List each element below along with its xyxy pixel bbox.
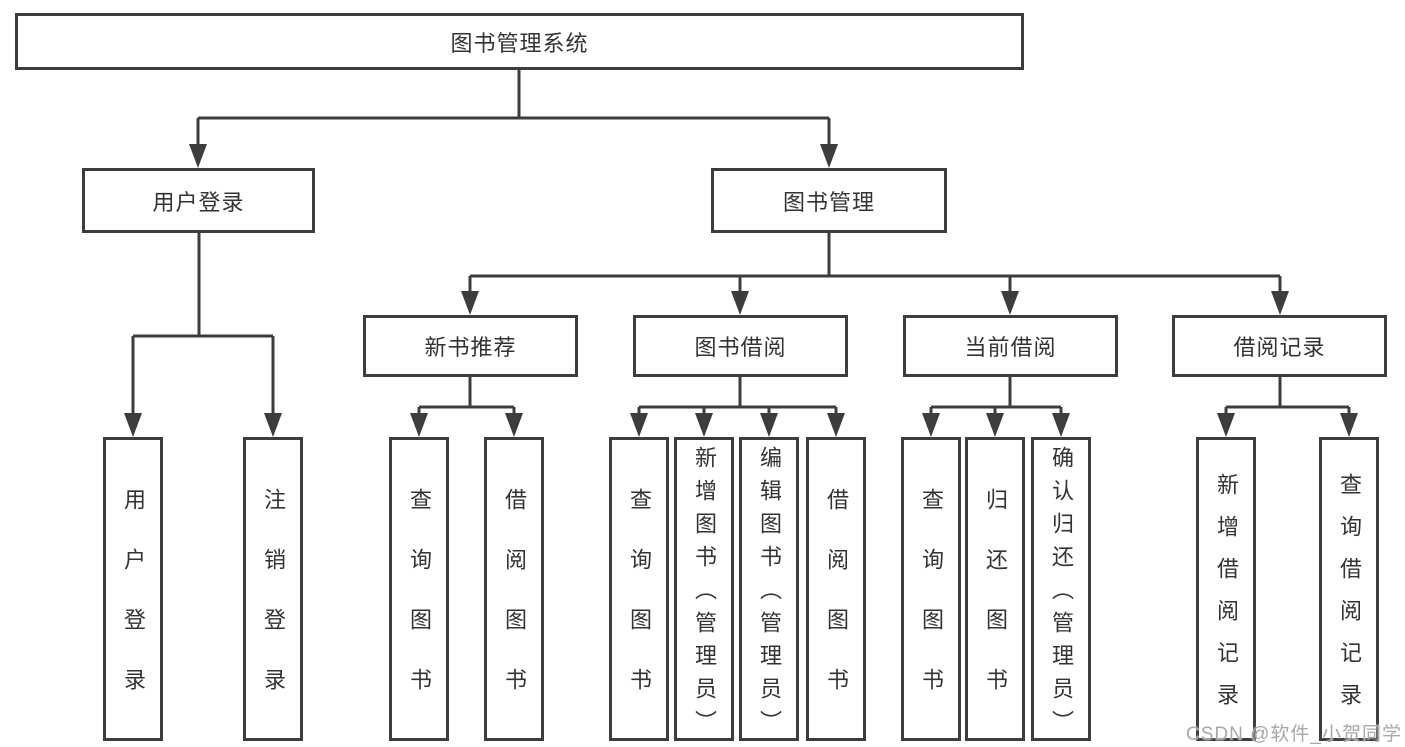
leaf-label: 查询图书 xyxy=(407,488,432,728)
node-new-book-recommend: 新书推荐 xyxy=(363,315,578,377)
leaf-label: 借阅图书 xyxy=(502,488,527,728)
leaf-borrow-book-recommend: 借阅图书 xyxy=(484,437,544,741)
leaf-add-book-admin: 新增图书（管理员） xyxy=(674,437,734,743)
node-root-system: 图书管理系统 xyxy=(15,13,1024,70)
leaf-label: 确认归还（管理员） xyxy=(1049,446,1074,743)
leaf-query-borrow-record: 查询借阅记录 xyxy=(1319,437,1379,741)
leaf-edit-book-admin: 编辑图书（管理员） xyxy=(739,437,799,743)
leaf-query-book-recommend: 查询图书 xyxy=(389,437,449,741)
leaf-label: 查询图书 xyxy=(627,488,652,728)
node-borrowing-records: 借阅记录 xyxy=(1172,315,1387,377)
leaf-label: 归还图书 xyxy=(983,488,1008,728)
leaf-confirm-return-admin: 确认归还（管理员） xyxy=(1031,437,1091,743)
leaf-label: 新增借阅记录 xyxy=(1214,473,1239,725)
leaf-label: 注销登录 xyxy=(261,488,286,728)
leaf-query-book-current: 查询图书 xyxy=(901,437,961,741)
leaf-add-borrow-record: 新增借阅记录 xyxy=(1196,437,1256,741)
leaf-label: 查询借阅记录 xyxy=(1337,473,1362,725)
leaf-label: 编辑图书（管理员） xyxy=(757,446,782,743)
leaf-label: 借阅图书 xyxy=(824,488,849,728)
leaf-logout: 注销登录 xyxy=(243,437,303,741)
leaf-return-book: 归还图书 xyxy=(965,437,1025,741)
node-current-borrowing: 当前借阅 xyxy=(903,315,1118,377)
leaf-borrow-book: 借阅图书 xyxy=(806,437,866,741)
leaf-label: 用户登录 xyxy=(121,488,146,728)
leaf-user-login: 用户登录 xyxy=(103,437,163,741)
csdn-watermark: CSDN @软件_小贺同学 xyxy=(1186,724,1402,745)
leaf-label: 查询图书 xyxy=(919,488,944,728)
node-user-login: 用户登录 xyxy=(82,168,315,233)
leaf-query-book-borrowing: 查询图书 xyxy=(609,437,669,741)
node-book-borrowing: 图书借阅 xyxy=(633,315,848,377)
node-book-management: 图书管理 xyxy=(711,168,947,233)
leaf-label: 新增图书（管理员） xyxy=(692,446,717,743)
